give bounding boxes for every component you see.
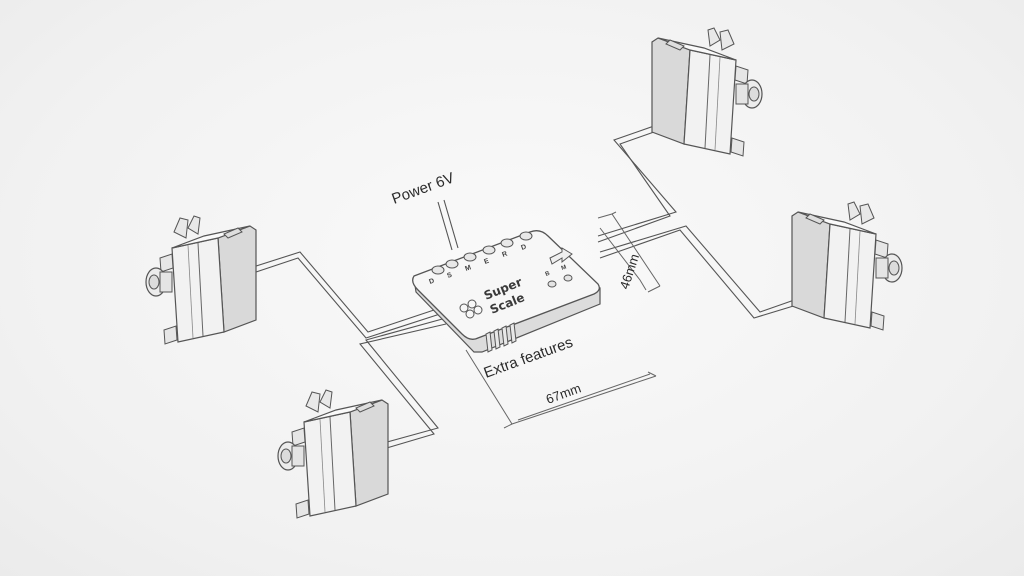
servo-left-bottom [277,389,389,519]
servo-right-bottom [792,202,902,330]
switch-buttons [547,274,573,288]
port-letter: M [464,264,472,273]
extra-pins [485,322,517,353]
wiring [249,125,801,451]
depth-dimension-label: 46mm [617,252,642,291]
servo-left-top [145,215,257,345]
port-letter: D [520,244,527,252]
switch-letter: B [545,271,552,278]
port-letter: R [501,251,508,259]
controller-board: D S M E R D B M Super Scale [412,230,601,353]
port-letter: S [446,272,453,280]
port-letter: E [483,258,490,266]
switch-letter: M [561,265,568,272]
power-label: Power 6V [390,170,457,208]
width-dimension-label: 67mm [544,380,583,406]
arrow-icon [549,247,573,265]
servo-right-top [652,28,762,156]
dimension-guides [465,211,661,429]
brand-logo [459,299,483,319]
port-letter: D [428,278,435,286]
